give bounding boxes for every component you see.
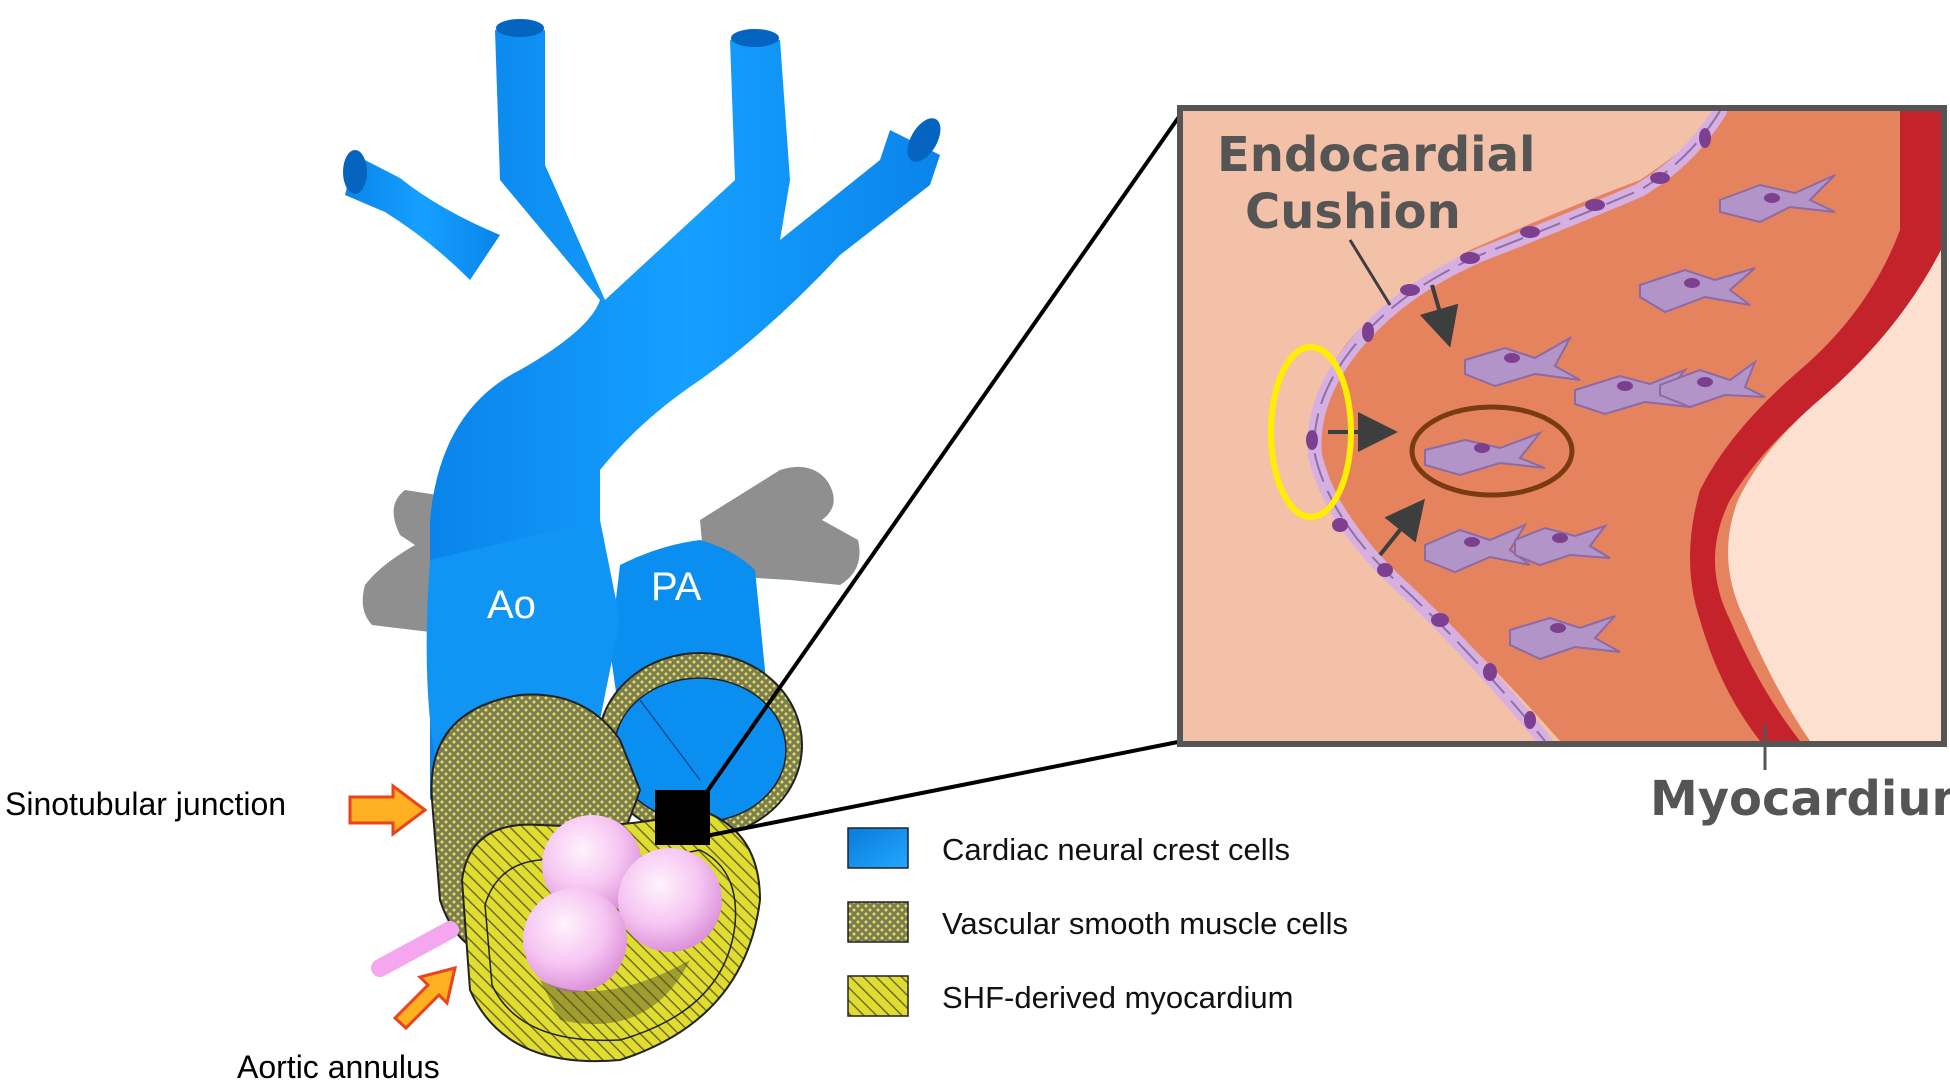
endocardial-cushion-inset: Endocardial Cushion Myocardium (1177, 105, 1950, 827)
migration-arrow-bottom (1378, 498, 1425, 557)
inset-frame (1177, 105, 1947, 747)
vessel-opening-right (907, 118, 941, 162)
heart-illustration (343, 19, 1185, 1063)
pulmonary-artery-label: PA (651, 565, 702, 609)
aortic-annulus-label: Aortic annulus (237, 1049, 440, 1085)
sinotubular-arrow-icon (348, 783, 428, 837)
legend-label-neural-crest: Cardiac neural crest cells (942, 832, 1290, 867)
valve-cusp-2 (618, 848, 722, 952)
migration-arrow-top (1419, 284, 1459, 348)
lining-nuclei (1306, 128, 1711, 729)
myocardium-band (1690, 111, 1941, 741)
right-pulmonary-branch (700, 466, 860, 585)
annulus-arrow-icon (392, 965, 458, 1031)
zoom-line-bottom (705, 739, 1184, 838)
legend-label-myocardium: SHF-derived myocardium (942, 980, 1293, 1015)
brachiocephalic-branch (345, 155, 500, 280)
legend: Cardiac neural crest cells Vascular smoo… (847, 827, 1348, 1017)
vessel-opening-left (343, 150, 367, 194)
myocardium-lumen (1728, 250, 1941, 741)
zoom-region-marker (655, 790, 710, 845)
inset-title-line1: Endocardial (1217, 127, 1535, 183)
mesenchymal-cells (1424, 174, 1836, 661)
vessel-opening-mid-top (731, 29, 779, 47)
legend-swatch-myocardium (847, 975, 909, 1017)
sinotubular-junction-label: Sinotubular junction (5, 786, 286, 822)
legend-label-smooth-muscle: Vascular smooth muscle cells (942, 906, 1348, 941)
inset-title-line2: Cushion (1245, 184, 1461, 240)
coronary-tube (371, 921, 459, 977)
pulmonary-valve-line (639, 699, 701, 781)
myocardium-label: Myocardium (1650, 771, 1950, 827)
cushion-pointer-line (1348, 239, 1392, 306)
legend-swatch-neural-crest (847, 827, 909, 869)
zoom-line-top (704, 109, 1185, 795)
valve-cusp-3 (523, 888, 627, 992)
valve-shadow (540, 960, 690, 1024)
endothelial-cell-highlight (1268, 344, 1354, 520)
mesenchymal-cell-highlight (1409, 404, 1575, 498)
vessel-opening-left-top (496, 19, 544, 37)
legend-swatch-smooth-muscle (847, 901, 909, 943)
aorta-label: Ao (487, 583, 536, 627)
mesenchymal-nuclei (1464, 193, 1780, 633)
